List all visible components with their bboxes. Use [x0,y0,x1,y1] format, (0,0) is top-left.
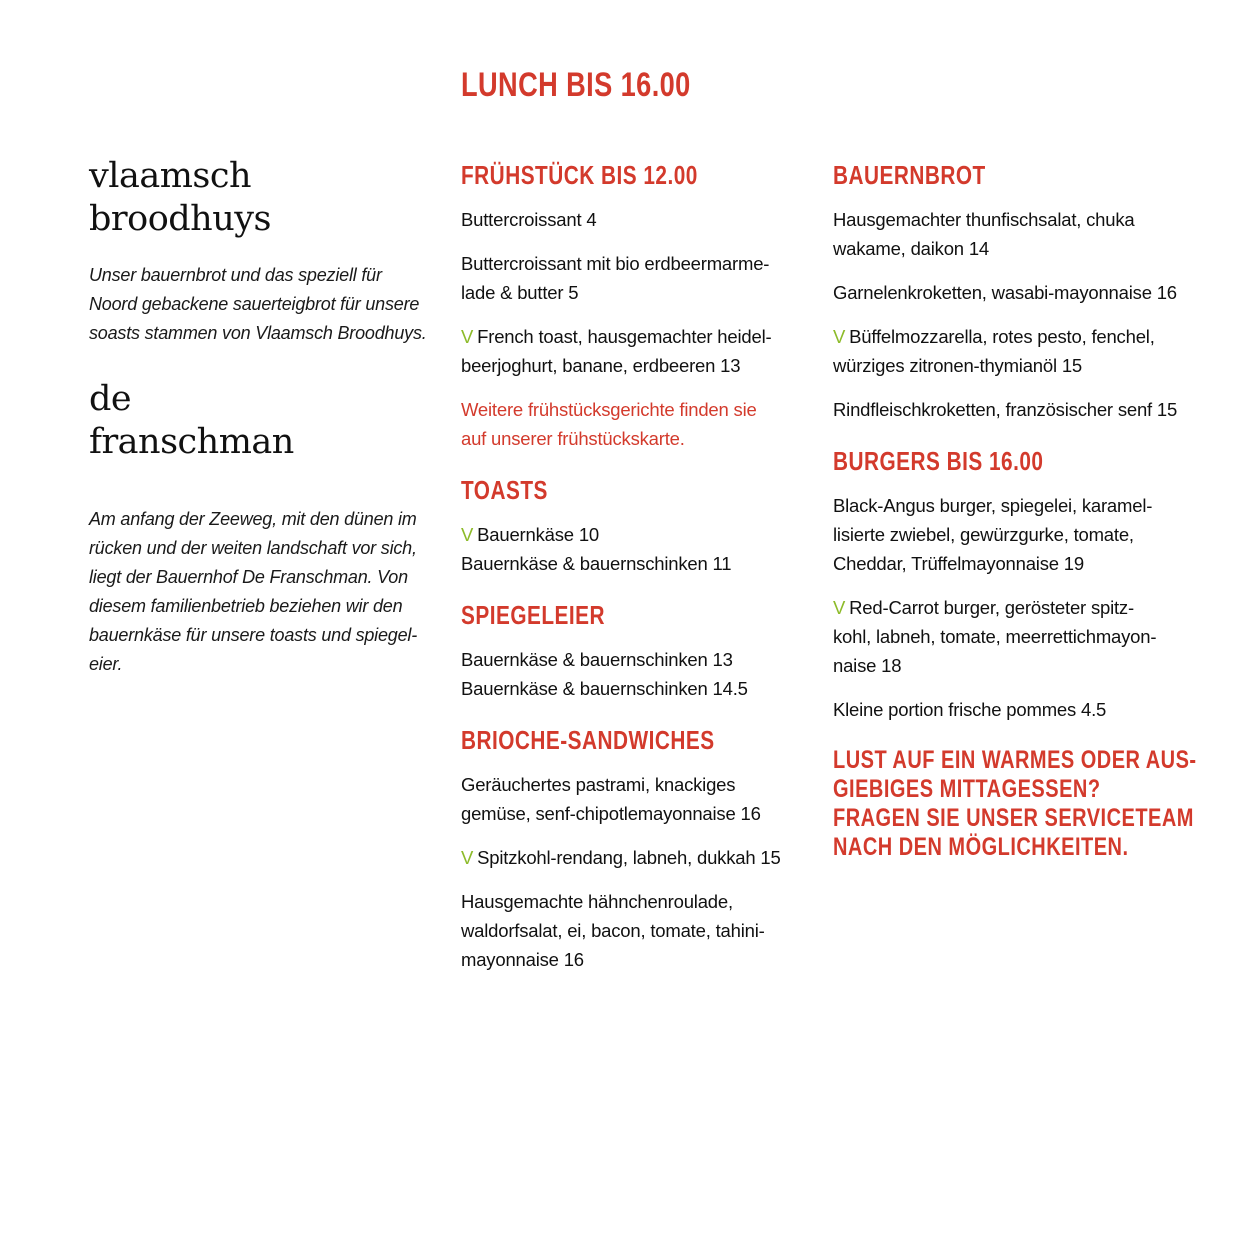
note-text: auf unserer frühstückskarte. [461,428,685,449]
item-text: Red-Carrot burger, gerösteter spitz- [849,597,1134,618]
item-text: naise 18 [833,655,902,676]
vegetarian-marker: V [461,847,474,868]
item-text: beerjoghurt, banane, erdbeeren 13 [461,355,741,376]
vegetarian-marker: V [833,597,846,618]
vegetarian-marker: V [833,326,846,347]
intro-line: Noord gebackene sauerteigbrot für unsere [89,294,420,314]
section-heading: BURGERS BIS 16.00 [833,446,1044,476]
menu-item: Bauernkäse & bauernschinken 13 Bauernkäs… [461,645,806,703]
item-text: Buttercroissant 4 [461,209,597,230]
item-text: Bauernkäse & bauernschinken 13 [461,649,733,670]
item-text: Cheddar, Trüffelmayonnaise 19 [833,553,1084,574]
section-heading: TOASTS [461,475,548,505]
page-title: LUNCH BIS 16.00 [461,66,691,104]
item-text: Büffelmozzarella, rotes pesto, fenchel, [849,326,1155,347]
section-heading: BRIOCHE-SANDWICHES [461,725,715,755]
menu-item: Hausgemachte hähnchenroulade, waldorfsal… [461,887,806,974]
brand-vlaamsch-broodhuys: vlaamsch broodhuys [89,155,439,241]
item-text: Spitzkohl-rendang, labneh, dukkah 15 [477,847,781,868]
lunch-callout: LUST AUF EIN WARMES ODER AUS- GIEBIGES M… [833,746,1196,862]
intro-line: Am anfang der Zeeweg, mit den dünen im [89,509,417,529]
callout-line: FRAGEN SIE UNSER SERVICETEAM [833,804,1194,832]
intro-line: Unser bauernbrot und das speziell für [89,265,382,285]
callout-text: LUST AUF EIN WARMES ODER AUS- GIEBIGES M… [833,746,1196,862]
brand-de-franschman: de franschman [89,378,439,464]
section-heading: SPIEGELEIER [461,600,605,630]
broodhuys-intro: Unser bauernbrot und das speziell für No… [89,261,439,348]
menu-item: Buttercroissant mit bio erdbeermarme- la… [461,249,806,307]
brand-line: franschman [89,422,294,462]
item-text: lade & butter 5 [461,282,579,303]
section-bauernbrot: BAUERNBROT Hausgemachter thunfischsalat,… [833,160,1193,424]
vegetarian-marker: V [461,326,474,347]
callout-line: NACH DEN MÖGLICHKEITEN. [833,833,1129,861]
item-text: Buttercroissant mit bio erdbeermarme- [461,253,770,274]
menu-item: Black-Angus burger, spiegelei, karamel- … [833,491,1193,578]
breakfast-card-note: Weitere frühstücksgerichte finden sie au… [461,395,806,453]
intro-line: bauernkäse für unsere toasts und spiegel… [89,625,418,645]
item-text: Bauernkäse & bauernschinken 11 [461,553,732,574]
item-text: Hausgemachter thunfischsalat, chuka [833,209,1135,230]
section-fruehstueck: FRÜHSTÜCK BIS 12.00 Buttercroissant 4 Bu… [461,160,806,453]
item-text: Bauernkäse 10 [477,524,599,545]
item-text: mayonnaise 16 [461,949,584,970]
item-text: Garnelenkroketten, wasabi-mayonnaise 16 [833,282,1177,303]
item-text: waldorfsalat, ei, bacon, tomate, tahini- [461,920,765,941]
note-text: Weitere frühstücksgerichte finden sie [461,399,757,420]
item-text: würziges zitronen-thymianöl 15 [833,355,1083,376]
item-text: kohl, labneh, tomate, meerrettichmayon- [833,626,1157,647]
intro-line: rücken und der weiten landschaft vor sic… [89,538,417,558]
item-text: French toast, hausgemachter heidel- [477,326,772,347]
menu-item: Garnelenkroketten, wasabi-mayonnaise 16 [833,278,1193,307]
section-heading: FRÜHSTÜCK BIS 12.00 [461,160,698,190]
item-text: Hausgemachte hähnchenroulade, [461,891,733,912]
supplier-column: vlaamsch broodhuys Unser bauernbrot und … [89,156,439,679]
menu-column-middle: FRÜHSTÜCK BIS 12.00 Buttercroissant 4 Bu… [461,160,806,974]
brand-line: de [89,379,132,419]
item-text: Kleine portion frische pommes 4.5 [833,699,1107,720]
section-heading: BAUERNBROT [833,160,986,190]
item-text: gemüse, senf-chipotlemayonnaise 16 [461,803,761,824]
callout-line: LUST AUF EIN WARMES ODER AUS- [833,746,1197,774]
section-brioche-sandwiches: BRIOCHE-SANDWICHES Geräuchertes pastrami… [461,725,806,974]
callout-line: GIEBIGES MITTAGESSEN? [833,775,1101,803]
section-burgers: BURGERS BIS 16.00 Black-Angus burger, sp… [833,446,1193,724]
item-text: Black-Angus burger, spiegelei, karamel- [833,495,1153,516]
menu-item: Kleine portion frische pommes 4.5 [833,695,1193,724]
vegetarian-marker: V [461,524,474,545]
menu-item: Hausgemachter thunfischsalat, chuka waka… [833,205,1193,263]
item-text: Bauernkäse & bauernschinken 14.5 [461,678,748,699]
brand-line: broodhuys [89,199,272,239]
item-text: wakame, daikon 14 [833,238,989,259]
intro-line: diesem familienbetrieb beziehen wir den [89,596,403,616]
intro-line: soasts stammen von Vlaamsch Broodhuys. [89,323,427,343]
franschman-intro: Am anfang der Zeeweg, mit den dünen im r… [89,505,439,679]
menu-item: Buttercroissant 4 [461,205,806,234]
intro-line: liegt der Bauernhof De Franschman. Von [89,567,408,587]
item-text: Rindfleischkroketten, französischer senf… [833,399,1178,420]
intro-line: eier. [89,654,123,674]
menu-item: Geräuchertes pastrami, knackiges gemüse,… [461,770,806,828]
item-text: lisierte zwiebel, gewürzgurke, tomate, [833,524,1134,545]
menu-column-right: BAUERNBROT Hausgemachter thunfischsalat,… [833,160,1196,862]
brand-line: vlaamsch [89,156,252,196]
menu-item: Rindfleischkroketten, französischer senf… [833,395,1193,424]
section-spiegeleier: SPIEGELEIER Bauernkäse & bauernschinken … [461,600,806,703]
item-text: Geräuchertes pastrami, knackiges [461,774,736,795]
